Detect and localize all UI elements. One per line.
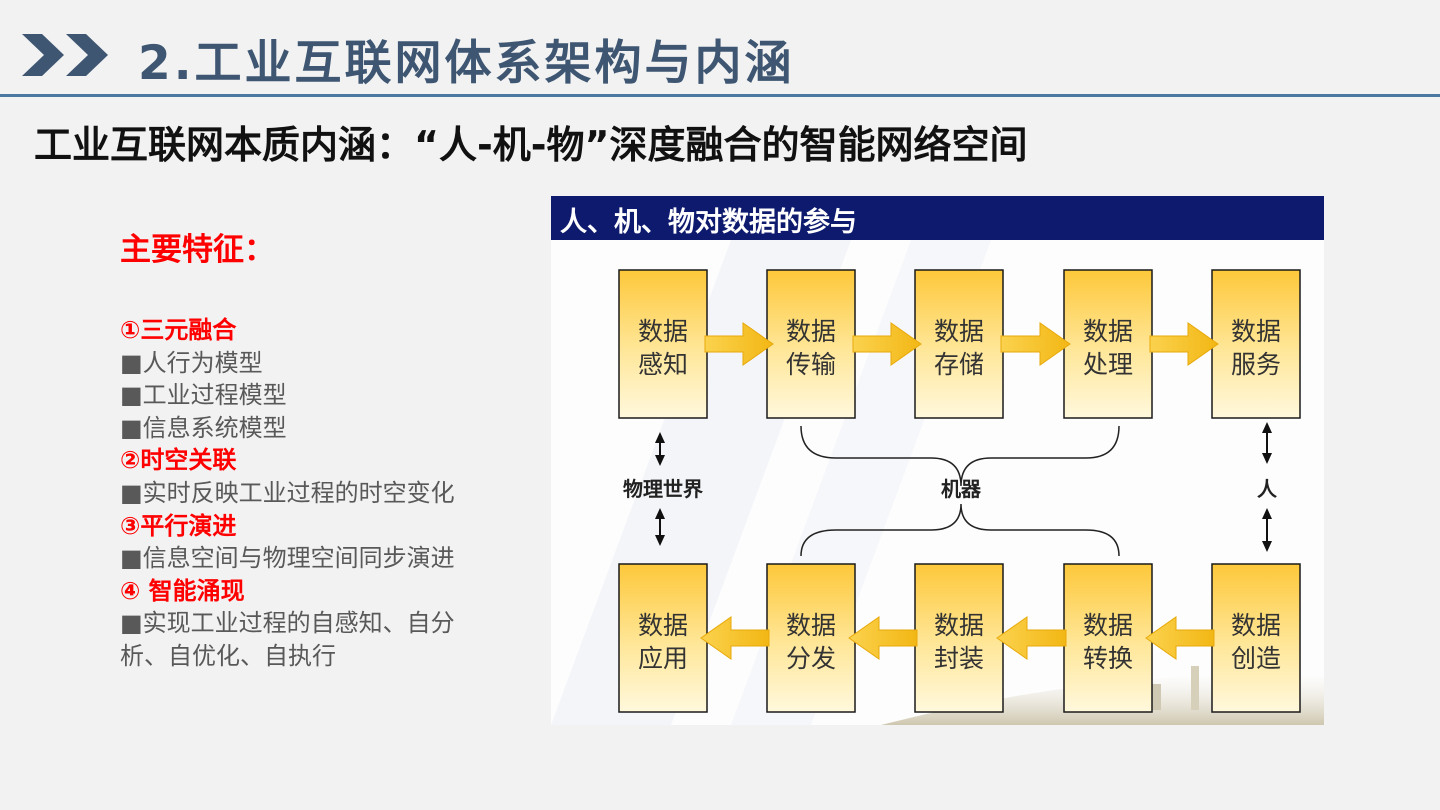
diagram-header: 人、机、物对数据的参与 (551, 196, 1324, 240)
down-arrow-icon (1262, 508, 1272, 552)
box-label: 存储 (934, 350, 984, 379)
box-label: 数据 (786, 611, 836, 640)
feature-item: ■实现工业过程的自感知、自分 (120, 609, 455, 638)
box-label: 数据 (1083, 611, 1133, 640)
feature-item: ■信息空间与物理空间同步演进 (120, 544, 455, 573)
box-label: 数据 (1231, 317, 1281, 346)
physical-world-label: 物理世界 (623, 477, 703, 501)
flow-arrow-left (700, 616, 770, 660)
features-panel: 主要特征： ①三元融合 ■人行为模型 ■工业过程模型 ■信息系统模型 ②时空关联… (120, 228, 500, 673)
page-title: 2.工业互联网体系架构与内涵 (138, 36, 795, 91)
box-label: 数据 (934, 611, 984, 640)
box-label: 数据 (638, 611, 688, 640)
diagram-title: 人、机、物对数据的参与 (560, 207, 857, 238)
box-label: 数据 (1083, 317, 1133, 346)
box-label: 数据 (934, 317, 984, 346)
feature-heading: ①三元融合 (120, 316, 237, 344)
box-label: 创造 (1231, 644, 1281, 673)
feature-item: ■工业过程模型 (120, 381, 287, 410)
feature-item: ■信息系统模型 (120, 413, 287, 442)
box-label: 服务 (1231, 350, 1281, 379)
flow-arrow-left (1145, 616, 1215, 660)
down-arrow-icon (655, 508, 665, 546)
features-title: 主要特征： (120, 232, 275, 268)
chevron-double-icon (22, 34, 108, 76)
feature-item: 析、自优化、自执行 (120, 641, 336, 670)
flow-arrow-right (704, 322, 774, 366)
connector-layer: 物理世界 机器 人 (623, 422, 1278, 557)
machine-brace-bottom (800, 503, 1120, 557)
box-label: 封装 (934, 644, 984, 673)
flow-arrow-right (1149, 322, 1219, 366)
slide-subtitle: 工业互联网本质内涵：“人-机-物”深度融合的智能网络空间 (34, 123, 1028, 167)
box-label: 数据 (638, 317, 688, 346)
slide-header: 2.工业互联网体系架构与内涵 (0, 0, 1440, 100)
box-label: 应用 (638, 644, 688, 673)
up-arrow-icon (655, 432, 665, 466)
title-divider (0, 94, 1440, 97)
human-label: 人 (1257, 477, 1278, 501)
flow-arrow-left (996, 616, 1067, 660)
diagram-canvas: 数据感知数据传输数据存储数据处理数据服务数据应用数据分发数据封装数据转换数据创造… (551, 240, 1324, 725)
feature-heading: ③平行演进 (120, 511, 237, 540)
machine-label: 机器 (941, 477, 982, 501)
box-label: 分发 (786, 644, 836, 673)
feature-heading: ②时空关联 (120, 446, 237, 475)
feature-heading: ④ 智能涌现 (120, 576, 245, 605)
flow-arrow-left (848, 616, 918, 660)
machine-brace-top (800, 425, 1120, 487)
box-label: 数据 (786, 317, 836, 346)
flow-arrow-right (1000, 322, 1071, 366)
feature-item: ■人行为模型 (120, 348, 263, 377)
data-participation-diagram: 数据感知数据传输数据存储数据处理数据服务数据应用数据分发数据封装数据转换数据创造… (551, 196, 1324, 725)
box-label: 传输 (786, 350, 836, 379)
arrow-layer (700, 322, 1219, 660)
box-label: 感知 (638, 350, 688, 379)
flow-arrow-right (852, 322, 922, 366)
up-arrow-icon (1262, 422, 1272, 464)
box-label: 处理 (1083, 350, 1133, 379)
box-label: 数据 (1231, 611, 1281, 640)
box-label: 转换 (1083, 644, 1133, 673)
feature-item: ■实时反映工业过程的时空变化 (120, 478, 455, 507)
